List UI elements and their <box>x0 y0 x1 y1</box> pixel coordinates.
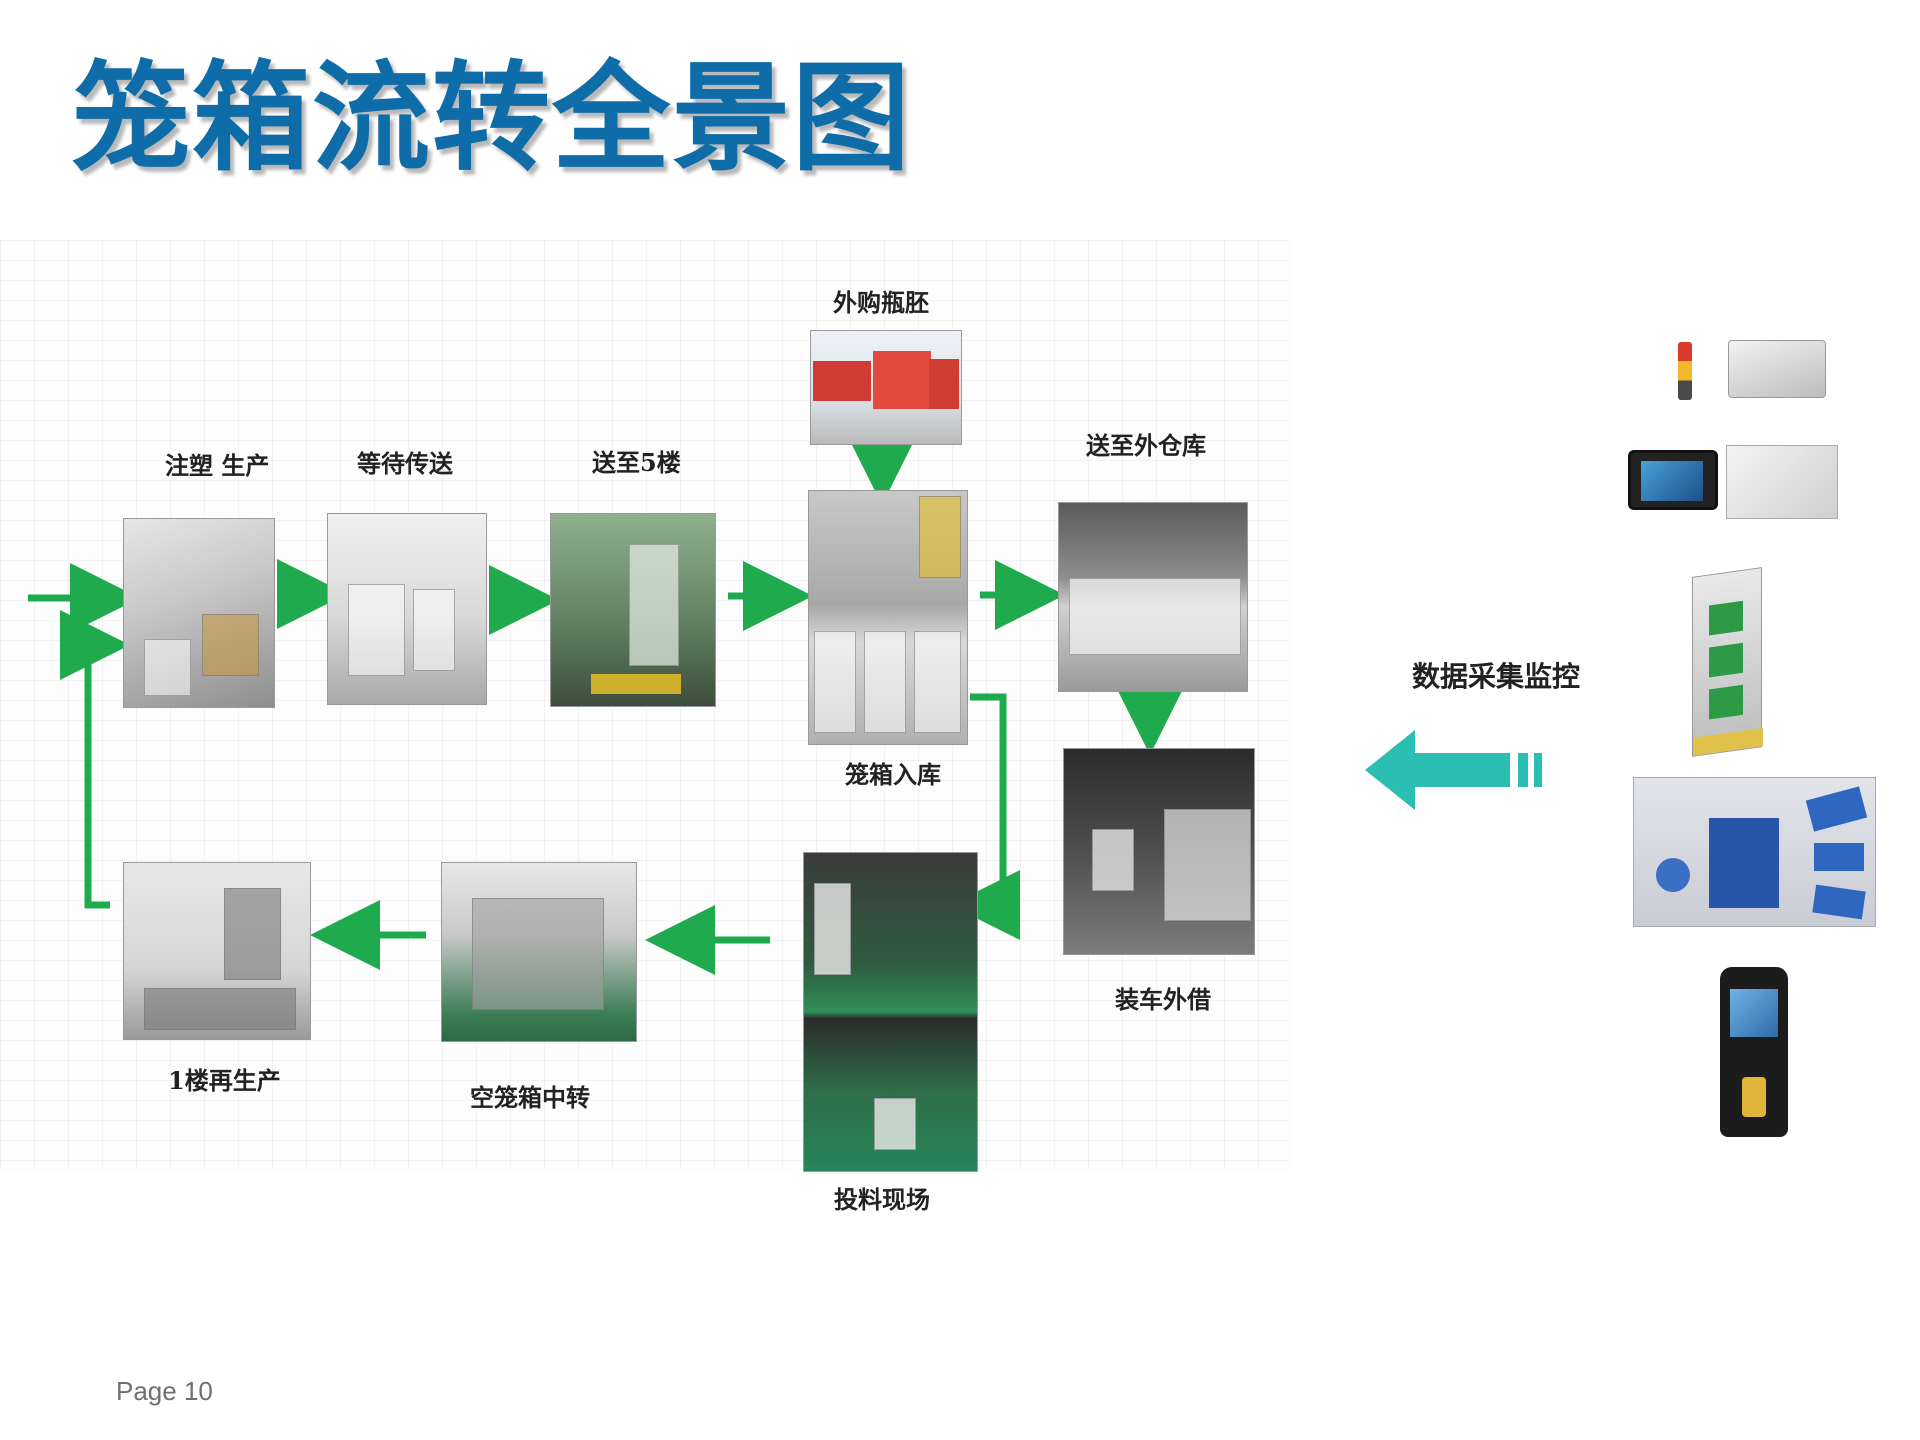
photo-purchased-truck <box>810 330 962 445</box>
photo-reproduce <box>123 862 311 1040</box>
photo-empty-transfer <box>441 862 637 1042</box>
photo-waiting <box>327 513 487 705</box>
label-purchased: 外购瓶胚 <box>833 288 929 317</box>
label-storage: 笼箱入库 <box>845 760 941 789</box>
photo-loading <box>1063 748 1255 955</box>
label-empty-transfer: 空笼箱中转 <box>470 1083 590 1112</box>
rfid-reader-icon <box>1728 340 1826 398</box>
page-number: Page 10 <box>116 1376 213 1406</box>
label-loading: 装车外借 <box>1115 985 1211 1014</box>
handheld-terminal-icon <box>1720 967 1788 1137</box>
label-injection: 注塑 生产 <box>165 451 270 480</box>
rfid-gate-icon <box>1692 567 1763 757</box>
label-to-5f: 送至5楼 <box>592 448 681 477</box>
photo-outer-warehouse <box>1058 502 1248 692</box>
photo-storage <box>808 490 968 745</box>
rfid-tags-icon <box>1633 777 1876 927</box>
photo-injection <box>123 518 275 708</box>
tablet-icon <box>1628 450 1718 510</box>
page-title: 笼箱流转全景图 <box>72 49 913 187</box>
label-outer-warehouse: 送至外仓库 <box>1086 431 1206 460</box>
label-waiting: 等待传送 <box>357 449 453 478</box>
rfid-antenna-icon <box>1726 445 1838 519</box>
label-feeding: 投料现场 <box>834 1185 930 1214</box>
photo-to-5f <box>550 513 716 707</box>
photo-feeding <box>803 852 978 1172</box>
arrow-storage-to-feeding <box>950 693 1020 940</box>
label-reproduce: 1楼再生产 <box>168 1066 281 1095</box>
monitoring-arrow-icon <box>1365 730 1542 810</box>
signal-light-icon <box>1678 342 1692 400</box>
arrow-loop-up <box>60 610 130 909</box>
monitoring-label: 数据采集监控 <box>1412 660 1581 693</box>
